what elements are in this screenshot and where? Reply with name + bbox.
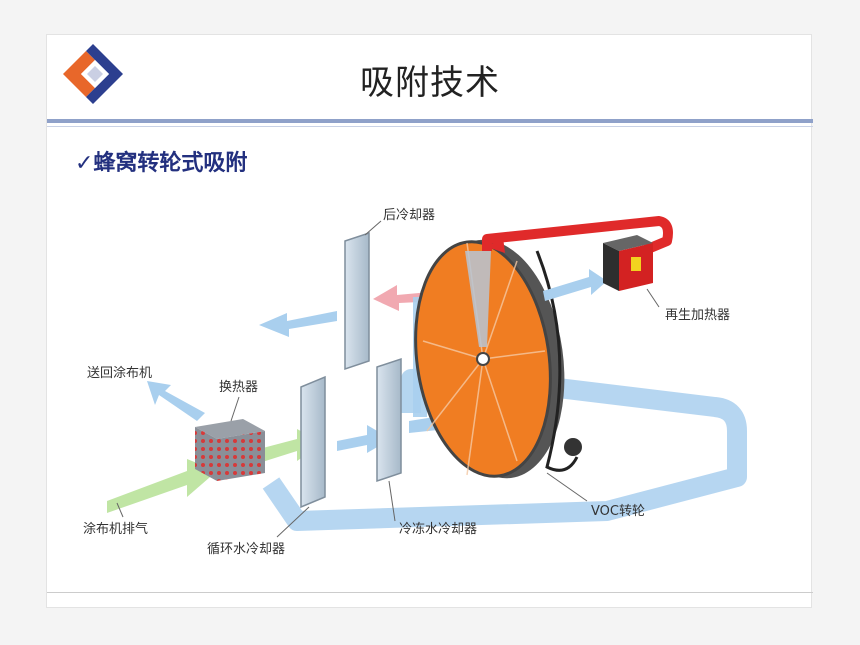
return-to-coater-arrow [147,381,205,421]
page-title: 吸附技术 [360,63,500,103]
label-heat-exchanger: 换热器 [219,380,258,395]
bottom-rule [47,592,813,593]
label-coater-exhaust: 涂布机排气 [83,521,148,537]
rotor-to-after-cooler-arrow [373,285,441,311]
circulating-water-cooler-panel [300,375,326,509]
label-return-coater: 送回涂布机 [87,365,152,381]
label-chilled-water-cooler: 冷冻水冷却器 [399,521,477,537]
voc-rotor [414,239,582,479]
title-rule-thin [47,126,813,127]
heat-exchanger-cube [195,419,265,481]
leader-after-cooler [364,220,382,236]
leader-coater-exhaust [116,502,124,518]
title-rule [47,119,813,123]
label-regen-heater: 再生加热器 [665,308,730,323]
leader-chilled-water-cooler [388,480,396,522]
chilled-water-cooler-panel [376,357,402,483]
after-cooler-panel [344,231,370,371]
rotor-to-heater-arrow [543,269,607,301]
exhaust-inflow-arrow [107,459,217,513]
company-logo [63,44,123,104]
regeneration-heater [603,235,653,291]
hot-loop-arrowhead [487,237,505,253]
after-cooler-outflow-arrow [259,311,337,337]
leader-heat-exchanger [230,396,240,422]
label-after-cooler: 后冷却器 [383,208,435,223]
section-subtitle: ✓蜂窝转轮式吸附 [75,151,248,176]
hot-regeneration-loop [482,216,673,256]
label-voc-rotor: VOC转轮 [591,504,645,519]
leader-circ-water-cooler [276,506,310,538]
leader-voc-rotor [546,472,588,502]
slide: 吸附技术 ✓蜂窝转轮式吸附 [46,34,813,608]
label-circ-water-cooler: 循环水冷却器 [207,542,285,557]
leader-regen-heater [646,288,660,308]
honeycomb-rotor-diagram: 后冷却器 再生加热器 送回涂布机 换热器 VOC转轮 涂布机排气 循环水冷却器 … [83,208,747,557]
